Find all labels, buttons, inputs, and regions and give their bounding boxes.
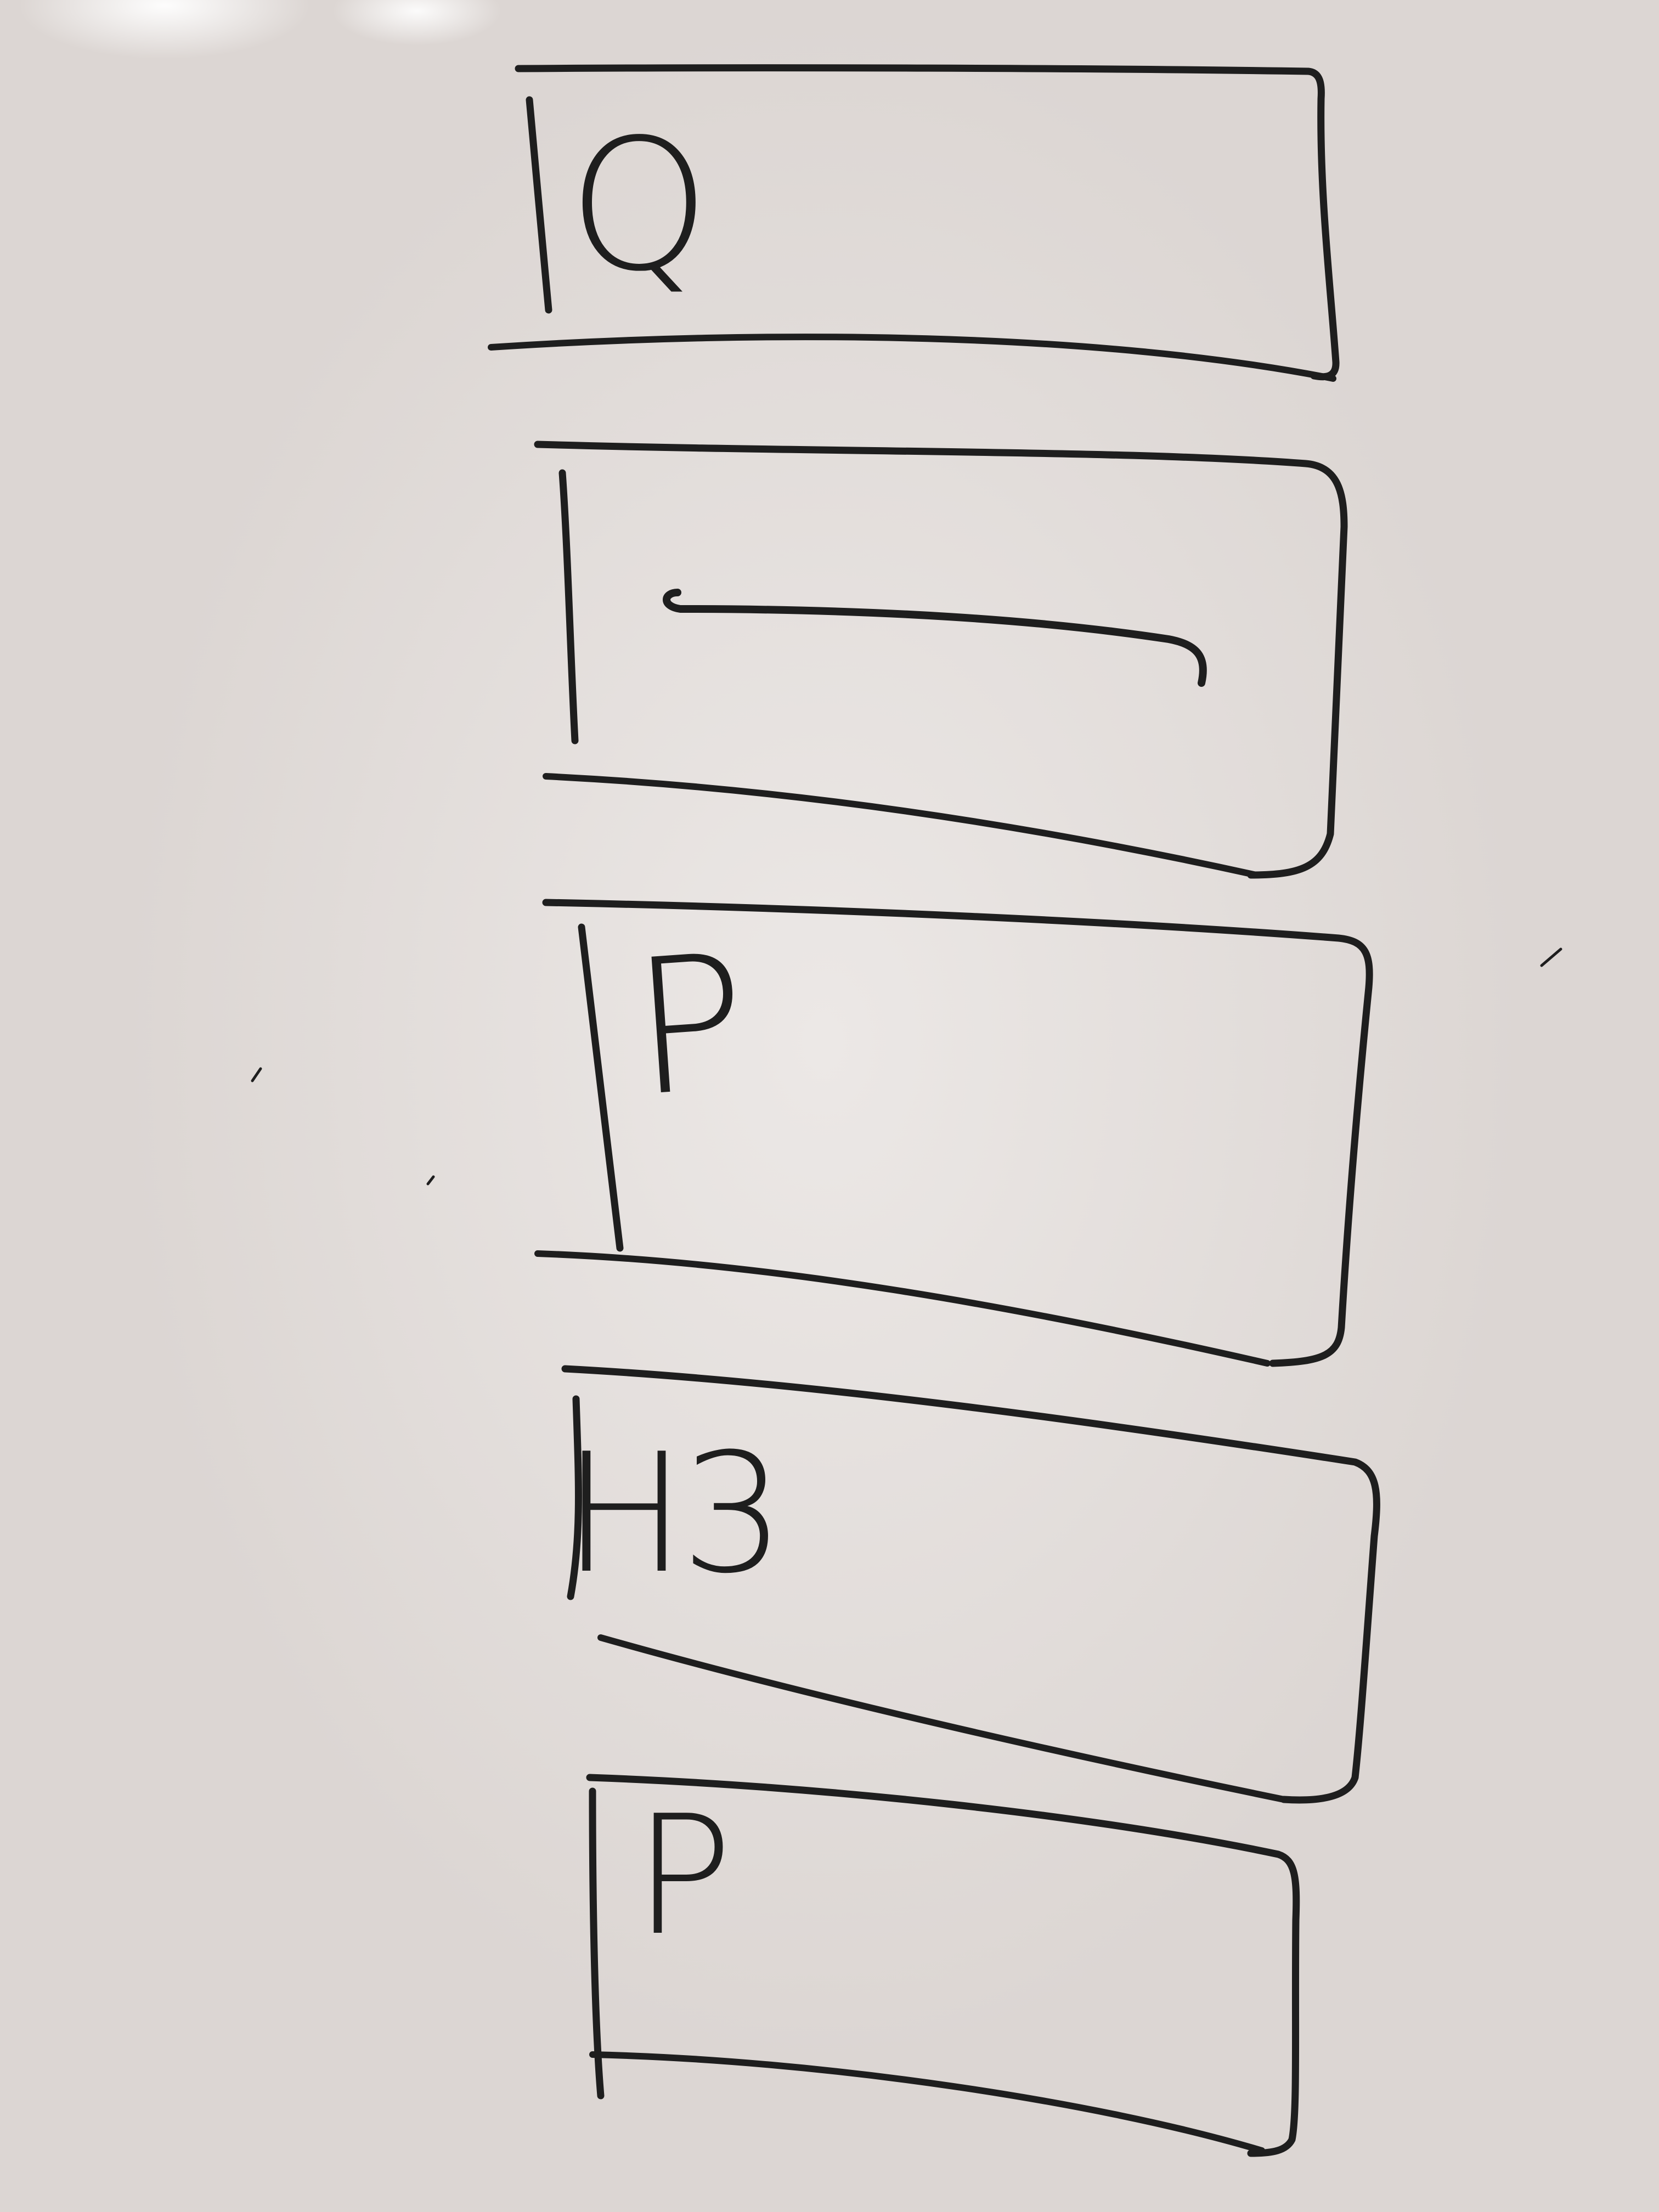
heading-glyph-h3: H3 [562,1418,785,1610]
stray-mark [251,1067,262,1082]
text-line-icon [663,589,1207,687]
input-box [534,441,1348,879]
stray-mark [1540,947,1562,967]
heading-box [561,1365,1380,1804]
paragraph-box-1 [534,899,1373,1367]
paragraph-glyph-p: P [634,1780,733,1972]
stray-mark [426,1175,435,1186]
search-glyph-q: Q [568,100,710,311]
paragraph-glyph-p: P [626,913,754,1138]
paragraph-box-2 [586,1774,1300,2157]
search-box [488,64,1340,382]
